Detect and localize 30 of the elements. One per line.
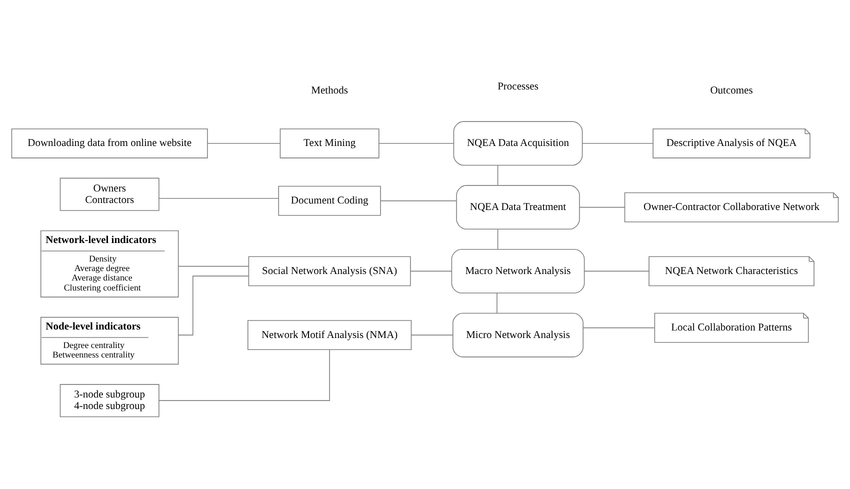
- node-box: NQEA Data Acquisition: [453, 121, 583, 166]
- node-box: Text Mining: [280, 128, 380, 158]
- node-box: 3-node subgroup 4-node subgroup: [60, 384, 160, 418]
- connector: [584, 270, 650, 272]
- connector: [158, 198, 279, 199]
- connector: [497, 165, 498, 186]
- node-box: Owners Contractors: [60, 178, 160, 211]
- connector: [411, 334, 454, 336]
- connector: [207, 143, 281, 144]
- connector: [582, 327, 655, 328]
- node-box: Social Network Analysis (SNA): [248, 256, 411, 286]
- node-box: Micro Network Analysis: [452, 312, 584, 358]
- connector: [582, 143, 654, 144]
- connector: [380, 200, 457, 202]
- connector: [496, 292, 498, 314]
- connector: [178, 266, 249, 267]
- node-box: Macro Network Analysis: [451, 248, 585, 294]
- connector: [497, 228, 498, 250]
- node-box: NQEA Data Treatment: [456, 185, 580, 230]
- label: Outcomes: [710, 86, 753, 97]
- label: Processes: [498, 82, 538, 93]
- connector: [178, 276, 249, 336]
- node-box: Network Motif Analysis (NMA): [247, 320, 412, 350]
- connector: [158, 350, 330, 401]
- node-box: Downloading data from online website: [11, 128, 208, 158]
- connector: [579, 206, 625, 208]
- node-box: Document Coding: [278, 186, 381, 216]
- connector: [378, 143, 454, 144]
- label: Methods: [311, 86, 348, 97]
- connector: [410, 270, 452, 272]
